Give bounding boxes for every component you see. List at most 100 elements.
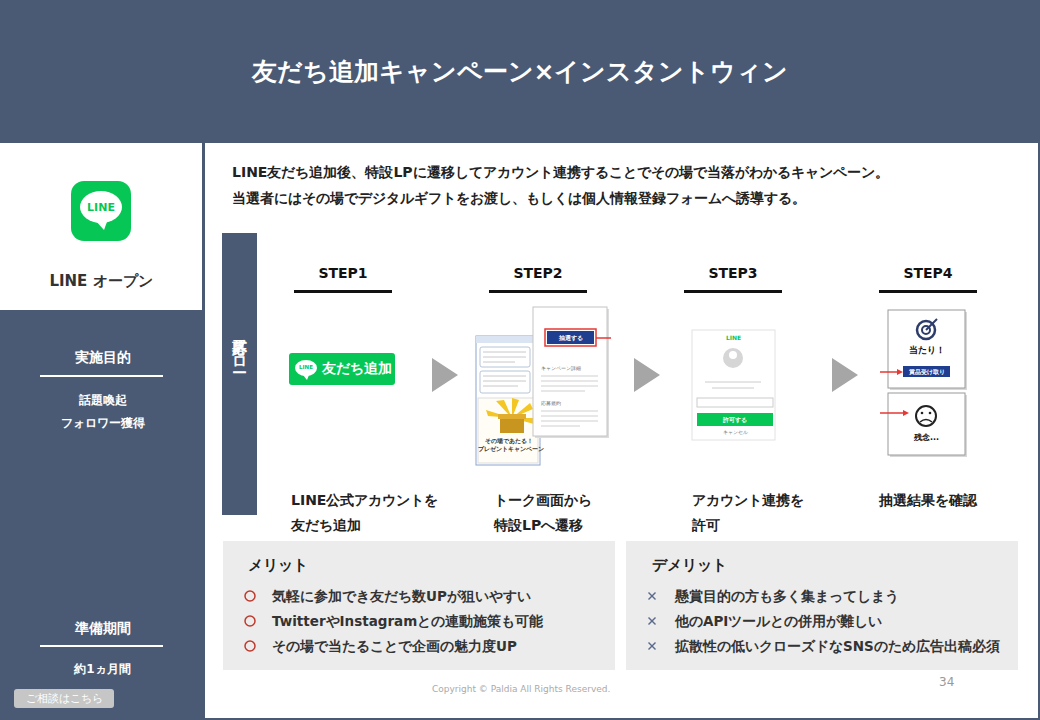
merit-marker <box>245 616 255 626</box>
link-label: キャンセル <box>697 429 773 435</box>
screen-wordmark: LINE <box>692 334 775 341</box>
chat-bubble <box>480 371 530 393</box>
sad-face <box>916 406 936 426</box>
button-label: 賞品受け取り <box>903 367 950 376</box>
slide-title: 友だち追加キャンペーン×インスタントウィン <box>0 57 1040 87</box>
pointer-arrow-head <box>897 369 903 375</box>
step-heading: STEP4 <box>879 265 977 293</box>
demerit-marker <box>649 593 656 600</box>
talk-screen-illustration <box>476 307 611 465</box>
list-item: 拡散性の低いクローズドなSNSのため広告出稿必須 <box>675 637 1000 655</box>
avatar-head <box>729 351 737 359</box>
phone-screen <box>476 336 540 465</box>
add-friend-button-illustration <box>289 353 395 385</box>
text-placeholder <box>541 386 598 387</box>
panel-item: 話題喚起 <box>0 393 205 407</box>
list-markers <box>223 541 615 670</box>
button-label: 抽選する <box>547 333 594 342</box>
sad-face-mouth <box>920 420 932 423</box>
demerit-marker <box>649 618 656 625</box>
text-placeholder <box>541 426 580 427</box>
description-line: 当選者にはその場でデジタルギフトをお渡し、もしくは個人情報登録フォームへ誘導する… <box>232 190 806 207</box>
list-item: その場で当たることで企画の魅力度UP <box>272 637 517 655</box>
step-heading: STEP1 <box>294 265 392 293</box>
text-placeholder <box>541 421 598 422</box>
list-markers <box>626 541 1018 670</box>
button-wordmark: LINE <box>296 364 316 371</box>
button-label: 友だち追加 <box>322 360 392 377</box>
consent-screen-illustration <box>692 330 775 440</box>
logo-panel <box>0 143 202 310</box>
highlight-frame <box>545 329 596 346</box>
step-box: STEP1LINE公式アカウントを 友だち追加 <box>285 258 430 545</box>
merit-box: メリット気軽に参加でき友だち数UPが狙いやすいTwitterやInstagram… <box>223 541 615 670</box>
text-placeholder <box>541 391 585 392</box>
step-box: STEP3 アカウント連携を 許可 <box>664 258 830 545</box>
pointer-arrow <box>880 371 898 373</box>
sad-face-eye <box>921 412 924 415</box>
target-dart <box>926 319 937 330</box>
text-placeholder <box>483 376 526 377</box>
heading-rule <box>40 645 163 647</box>
section-label: キャンペーン詳細 <box>541 365 581 371</box>
box-heading: デメリット <box>652 556 727 574</box>
win-card <box>888 310 965 388</box>
description-line: LINE友だち追加後、特設LPに遷移してアカウント連携することでその場で当落がわ… <box>232 164 889 181</box>
button-label: ご相談はこちら <box>14 689 114 708</box>
box-heading: メリット <box>248 556 308 574</box>
period-panel: 準備期間約1ヵ月間 <box>0 612 205 682</box>
lose-card <box>888 393 965 455</box>
copyright-note: Copyright © Paldia All Rights Reserved. <box>432 684 610 695</box>
text-placeholder <box>483 362 515 363</box>
step-heading: STEP3 <box>684 265 782 293</box>
contact-button: ご相談はこちら <box>14 689 114 708</box>
band-label: 応募フロー <box>231 327 249 366</box>
text-placeholder <box>541 416 598 417</box>
step-caption: 抽選結果を確認 <box>879 488 1029 513</box>
panel-item: 約1ヵ月間 <box>0 662 205 676</box>
list-item: 他のAPIツールとの併用が難しい <box>675 612 882 630</box>
step-caption: アカウント連携を 許可 <box>692 488 817 538</box>
landing-card <box>533 307 607 436</box>
consent-card <box>692 330 775 440</box>
step-box: STEP4抽選結果を確認 <box>862 258 1010 545</box>
panel-heading: 準備期間 <box>0 620 205 637</box>
pointer-arrow <box>880 412 904 414</box>
flow-arrow <box>832 358 858 392</box>
result-label: 残念... <box>888 433 965 443</box>
cross-stroke <box>649 618 656 625</box>
banner-caption: その場であたる！ プレゼントキャンペーン <box>478 437 540 453</box>
line-logo <box>71 181 131 241</box>
content-panel <box>205 143 1038 718</box>
flow-arrow <box>634 358 660 392</box>
sad-face-eye <box>929 412 932 415</box>
flow-band: 応募フロー <box>222 233 257 515</box>
text-placeholder <box>483 352 526 353</box>
purpose-panel: 実施目的話題喚起フォロワー獲得 <box>0 340 205 440</box>
button-bubble <box>295 360 317 376</box>
text-placeholder <box>712 388 754 389</box>
merit-marker <box>245 591 255 601</box>
button-label: 許可する <box>697 415 773 424</box>
logo-bubble-tail <box>95 219 108 230</box>
gift-box <box>500 419 524 433</box>
step-caption: トーク画面から 特設LPへ遷移 <box>494 488 634 538</box>
flow-arrow <box>432 358 458 392</box>
text-placeholder <box>483 381 526 382</box>
input-field <box>697 398 773 407</box>
panel-item: フォロワー獲得 <box>0 416 205 430</box>
step-caption: LINE公式アカウントを 友だち追加 <box>291 488 461 538</box>
logo-wordmark: LINE <box>71 201 131 214</box>
cross-stroke <box>649 643 656 650</box>
demerit-box: デメリット懸賞目的の方も多く集まってしまう他のAPIツールとの併用が難しい拡散性… <box>626 541 1018 670</box>
pointer-arrow-head <box>903 410 909 416</box>
channel-name: LINE オープン <box>0 272 202 290</box>
text-placeholder <box>483 357 526 358</box>
logo-square <box>71 181 131 241</box>
channel-box: LINE オープン <box>0 143 202 310</box>
page-number: 34 <box>939 675 954 689</box>
heading-rule <box>40 375 163 377</box>
text-placeholder <box>705 382 761 383</box>
prize-button <box>903 366 950 377</box>
